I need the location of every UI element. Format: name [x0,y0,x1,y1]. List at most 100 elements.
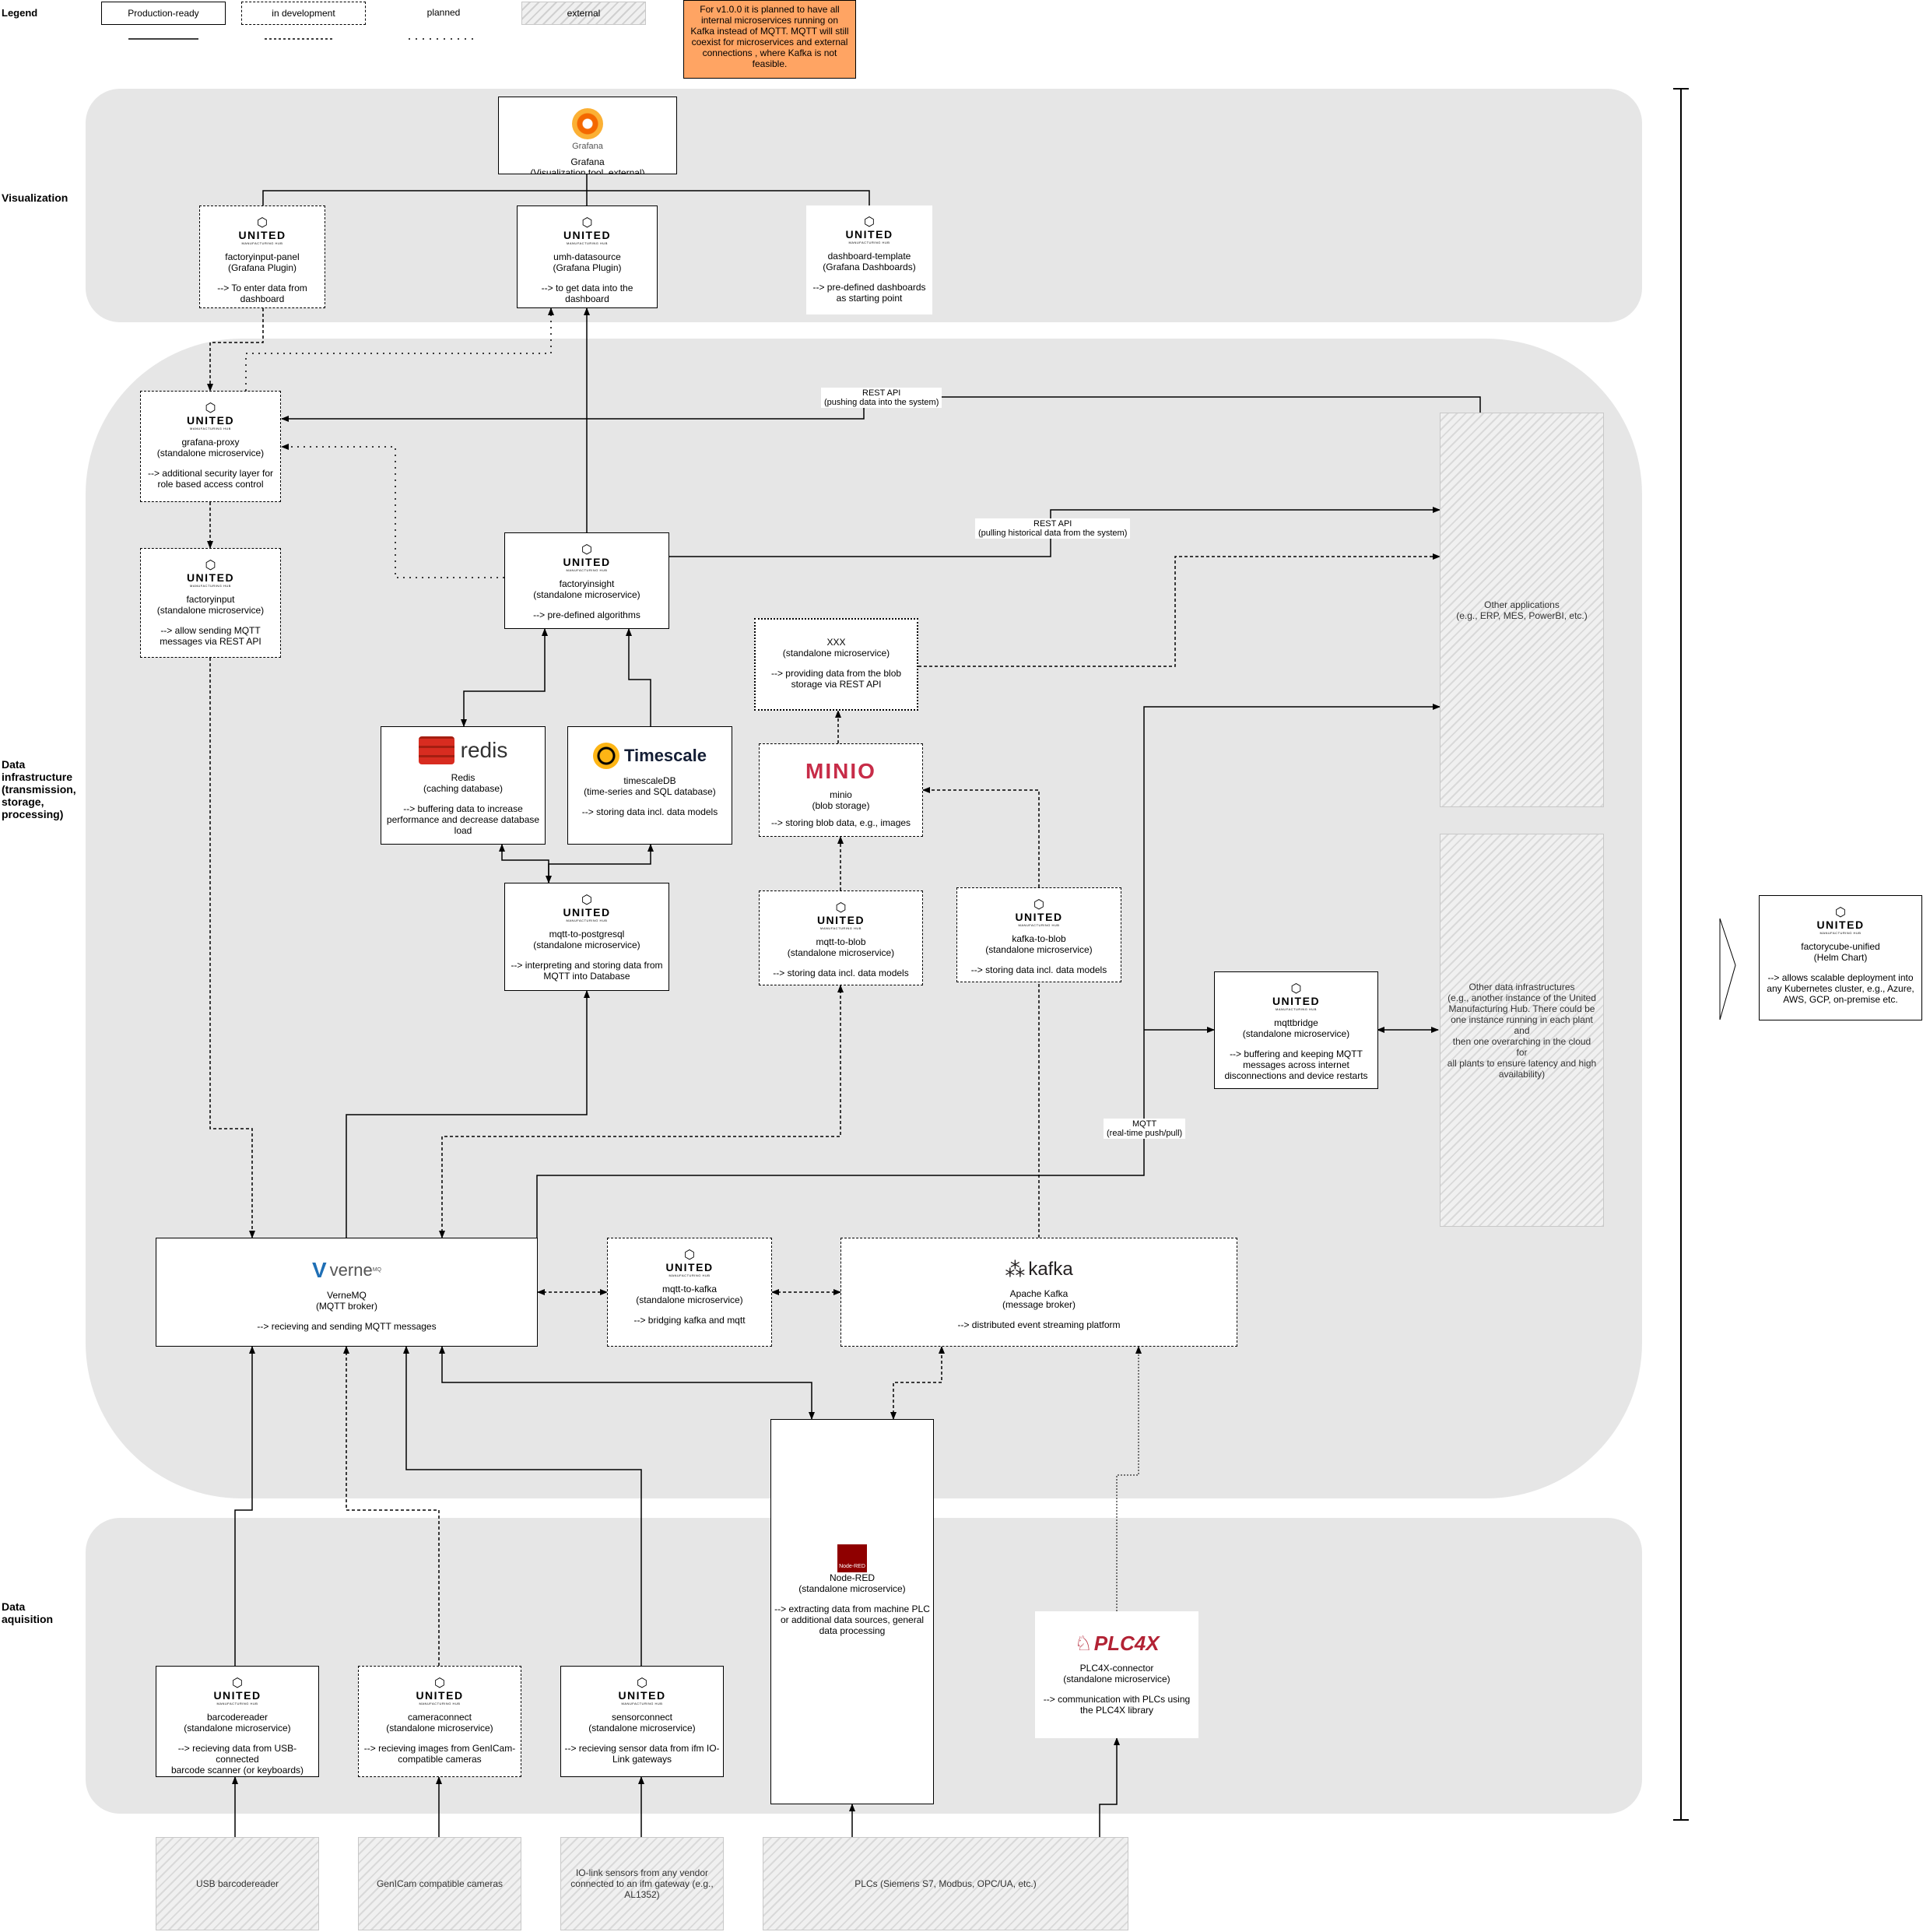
mqtt-to-postgresql-desc: --> interpreting and storing data from M… [511,960,663,982]
iolink-sensors-title: IO-link sensors from any vendor connecte… [570,1867,714,1900]
mqttbridge-desc: --> buffering and keeping MQTT messages … [1224,1049,1368,1081]
nodered-desc: --> extracting data from machine PLC or … [774,1604,930,1636]
minio-title: minio (blob storage) [812,789,870,811]
sensorconnect-desc: --> recieving sensor data from ifm IO- L… [564,1743,720,1765]
kafka-desc: --> distributed event streaming platform [957,1319,1121,1330]
other-infrastructures-node: Other data infrastructures (e.g., anothe… [1440,834,1604,1227]
factoryinsight-desc: --> pre-defined algorithms [533,609,640,620]
xxx-node: XXX (standalone microservice) --> provid… [754,618,918,711]
grafana-logo [572,108,603,139]
iolink-sensors-node: IO-link sensors from any vendor connecte… [560,1837,724,1930]
vernemq-desc: --> recieving and sending MQTT messages [257,1321,437,1332]
usb-barcodereader-title: USB barcodereader [195,1878,279,1889]
kafka-logo: ⁂ kafka [844,1256,1233,1284]
hexagon-icon: ⬡ [232,1677,243,1690]
section-label-data-acquisition: Data aquisition [2,1600,54,1625]
genicam-cameras-title: GenICam compatible cameras [376,1878,504,1889]
plc4x-brand: PLC4X [1093,1632,1160,1655]
dashboard-template-title: dashboard-template (Grafana Dashboards) [823,251,916,272]
nodered-logo: Node-RED [837,1544,867,1572]
redis-title: Redis (caching database) [423,772,504,794]
vernemq-title: VerneMQ (MQTT broker) [315,1290,378,1312]
hexagon-icon: ⬡ [864,216,875,229]
kafka-to-blob-title: kafka-to-blob (standalone microservice) [985,933,1093,955]
redis-logo: redis [384,735,542,766]
legend-planned: planned [426,7,461,18]
umh-datasource-desc: --> to get data into the dashboard [541,283,633,304]
grafana-title: Grafana (Visualization tool, external) [530,156,645,174]
redis-brand: redis [460,738,508,762]
minio-brand: MINIO [805,759,876,783]
timescale-node: Timescale timescaleDB (time-series and S… [567,726,732,845]
xxx-desc: --> providing data from the blob storage… [770,668,902,690]
vernemq-brand-sup: MQ [372,1267,381,1273]
sensorconnect-title: sensorconnect (standalone microservice) [588,1712,696,1734]
mqtt-to-kafka-title: mqtt-to-kafka (standalone microservice) [636,1284,743,1305]
mqtt-to-postgresql-title: mqtt-to-postgresql (standalone microserv… [533,929,640,950]
vernemq-v-icon: V [311,1258,327,1282]
kafka-nodes-icon: ⁂ [1005,1258,1026,1281]
kafka-brand: kafka [1028,1259,1073,1280]
barcodereader-desc: --> recieving data from USB-connected ba… [170,1743,304,1776]
mqtt-to-blob-title: mqtt-to-blob (standalone microservice) [787,936,895,958]
factorycube-unified-title: factorycube-unified (Helm Chart) [1801,941,1880,963]
kafka-migration-note: For v1.0.0 it is planned to have all int… [683,0,856,79]
other-applications-node: Other applications (e.g., ERP, MES, Powe… [1440,413,1604,807]
redis-cube-icon [418,736,454,764]
mqttbridge-title: mqttbridge (standalone microservice) [1242,1017,1350,1039]
minio-node: MINIO minio (blob storage) --> storing b… [759,743,923,837]
legend-in-development: in development [241,2,366,25]
mqtt-to-blob-desc: --> storing data incl. data models [773,968,909,978]
tiger-icon [592,743,619,769]
nodered-node: Node-RED Node-RED (standalone microservi… [770,1419,934,1804]
usb-barcodereader-node: USB barcodereader [156,1837,319,1930]
grafana-brand: Grafana [572,142,603,151]
hexagon-icon: ⬡ [637,1677,647,1690]
hexagon-icon: ⬡ [1835,906,1846,919]
legend-external: external [521,2,646,25]
grafana-proxy-title: grafana-proxy (standalone microservice) [156,437,265,458]
cameraconnect-title: cameraconnect (standalone microservice) [386,1712,493,1734]
redis-desc: --> buffering data to increase performan… [386,803,540,836]
hexagon-icon: ⬡ [205,559,216,572]
kafka-node: ⁂ kafka Apache Kafka (message broker) --… [840,1238,1237,1347]
factoryinput-panel-title: factoryinput-panel (Grafana Plugin) [225,251,300,273]
hexagon-icon: ⬡ [1033,898,1044,912]
plcs-title: PLCs (Siemens S7, Modbus, OPC/UA, etc.) [854,1878,1037,1889]
factoryinput-desc: --> allow sending MQTT messages via REST… [160,625,261,647]
minio-desc: --> storing blob data, e.g., images [770,817,911,828]
timescale-title: timescaleDB (time-series and SQL databas… [584,775,716,797]
hexagon-icon: ⬡ [257,216,268,230]
xxx-title: XXX (standalone microservice) [782,637,890,659]
plc4x-node: ♘ PLC4X PLC4X-connector (standalone micr… [1035,1611,1198,1738]
vernemq-logo: V verne MQ [160,1259,534,1282]
grafana-node: Grafana Grafana (Visualization tool, ext… [498,97,677,174]
edge-label-mqtt: MQTT (real-time push/pull) [1104,1119,1186,1139]
section-label-visualization: Visualization [2,191,68,204]
hexagon-icon: ⬡ [205,402,216,415]
